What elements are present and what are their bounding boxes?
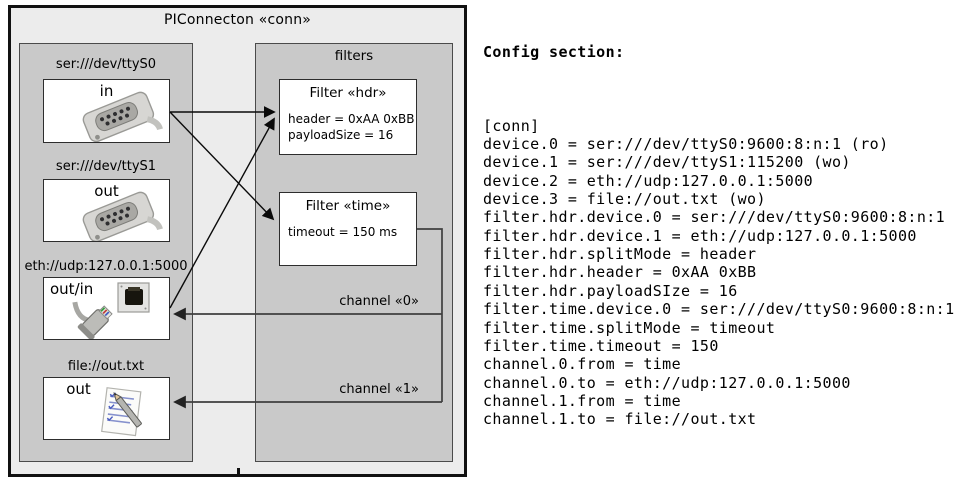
config-line: channel.1.from = time	[483, 391, 682, 410]
filters-panel-title: filters	[334, 48, 374, 64]
config-line: filter.time.splitMode = timeout	[483, 318, 776, 337]
channel-0-label: channel «0»	[339, 294, 419, 309]
filter-hdr-attr-header: header = 0xAA 0xBB	[288, 112, 415, 126]
filter-hdr-attr-payloadsize: payloadSize = 16	[288, 128, 394, 142]
device-box-eth: out/in	[43, 277, 170, 340]
ethernet-plug-icon	[72, 301, 113, 339]
bottom-anchor-tick	[237, 468, 240, 477]
diagram-title: PIConnecton «conn»	[163, 12, 312, 28]
filter-time-title: Filter «time»	[305, 198, 391, 214]
config-line: filter.hdr.header = 0xAA 0xBB	[483, 263, 757, 282]
notepad-icon	[101, 387, 142, 437]
port-label: out	[94, 182, 119, 200]
config-line: filter.hdr.splitMode = header	[483, 245, 757, 264]
config-line: channel.1.to = file://out.txt	[483, 410, 757, 429]
serial-connector-image	[82, 91, 163, 142]
config-line: filter.time.device.0 = ser:///dev/ttyS0:…	[483, 300, 955, 319]
device-label-eth: eth://udp:127.0.0.1:5000	[24, 259, 188, 274]
config-line: channel.0.to = eth://udp:127.0.0.1:5000	[483, 373, 851, 392]
connection-arrows-layer	[169, 106, 443, 409]
config-line: channel.0.from = time	[483, 355, 682, 374]
port-label: in	[99, 82, 114, 100]
filter-hdr-box: Filter «hdr» header = 0xAA 0xBB payloadS…	[279, 79, 417, 155]
config-line: filter.time.timeout = 150	[483, 336, 719, 355]
config-line: device.3 = file://out.txt (wo)	[483, 190, 766, 209]
arrow-in-to-filter-time	[169, 111, 275, 221]
filter-time-box: Filter «time» timeout = 150 ms	[279, 192, 417, 266]
config-line: filter.hdr.device.1 = eth://udp:127.0.0.…	[483, 226, 917, 245]
channel-1-label: channel «1»	[339, 382, 419, 397]
channel-trunk-line	[417, 228, 443, 402]
config-heading: Config section:	[483, 42, 625, 61]
device-box-ttys1: out	[43, 179, 170, 242]
device-box-file: out	[43, 377, 170, 440]
device-label-ttys1: ser:///dev/ttyS1	[55, 159, 157, 174]
config-line: device.1 = ser:///dev/ttyS1:115200 (wo)	[483, 153, 851, 172]
ethernet-jack-icon	[117, 282, 150, 313]
serial-connector-image	[82, 191, 163, 241]
config-line: filter.hdr.device.0 = ser:///dev/ttyS0:9…	[483, 208, 946, 227]
filter-time-attr-timeout: timeout = 150 ms	[288, 225, 398, 239]
config-section: Config section: [conn]device.0 = ser:///…	[483, 6, 955, 465]
config-line: filter.hdr.payloadSIze = 16	[483, 281, 738, 300]
config-line: device.2 = eth://udp:127.0.0.1:5000	[483, 171, 814, 190]
config-lines: [conn]device.0 = ser:///dev/ttyS0:9600:8…	[483, 117, 955, 429]
port-label: out/in	[50, 280, 94, 298]
filter-hdr-title: Filter «hdr»	[309, 85, 387, 101]
piconnecton-diagram: PIConnecton «conn» filters ser:///dev/tt…	[8, 5, 467, 477]
port-label: out	[66, 380, 91, 398]
device-label-file: file://out.txt	[67, 359, 145, 374]
config-line: [conn]	[483, 116, 540, 135]
config-line: device.0 = ser:///dev/ttyS0:9600:8:n:1 (…	[483, 135, 889, 154]
device-box-ttys0: in	[43, 79, 170, 143]
arrow-ethout-to-filter-hdr	[169, 117, 275, 309]
device-label-ttys0: ser:///dev/ttyS0	[55, 57, 157, 72]
